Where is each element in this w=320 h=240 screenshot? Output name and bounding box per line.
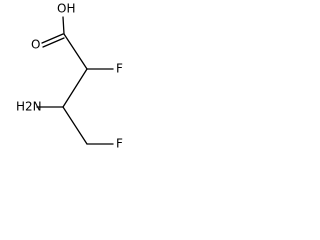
bond-c1-o-double-b bbox=[42, 37, 65, 48]
bond-c3-c4 bbox=[62, 106, 88, 145]
carbonyl-oxygen-label: O bbox=[31, 38, 40, 52]
amino-label: H2N bbox=[16, 100, 42, 114]
bond-c2-c3 bbox=[62, 68, 88, 108]
bond-c1-o-double-a bbox=[41, 33, 64, 44]
fluorine-alpha-label: F bbox=[116, 62, 123, 76]
hydroxyl-label: OH bbox=[57, 2, 75, 16]
bond-c1-oh bbox=[62, 16, 65, 35]
fluorine-terminal-label: F bbox=[116, 137, 123, 151]
bond-c1-c2 bbox=[63, 33, 88, 70]
chemical-structure: OH O F H2N F bbox=[16, 2, 123, 151]
